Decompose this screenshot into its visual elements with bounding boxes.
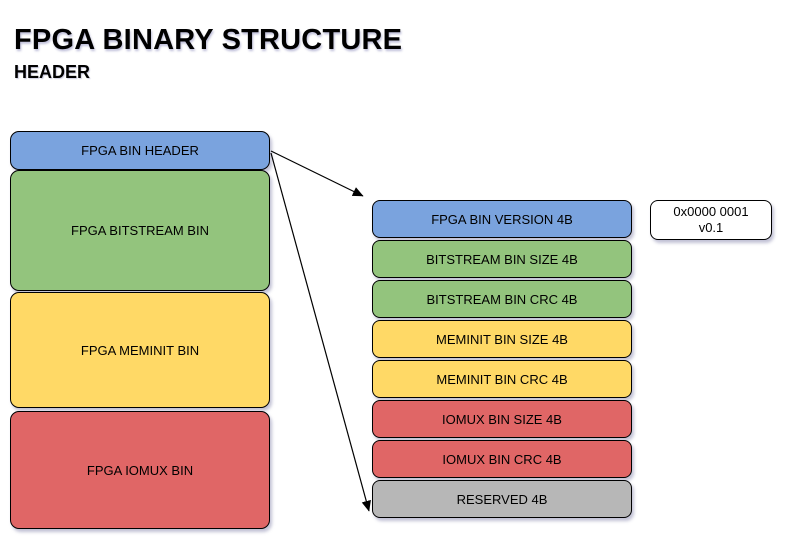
block-label: RESERVED 4B [456, 491, 548, 507]
block-fpga-iomux-bin: FPGA IOMUX BIN [10, 411, 270, 529]
block-iomux-bin-crc: IOMUX BIN CRC 4B [372, 440, 632, 478]
block-label: BITSTREAM BIN CRC 4B [426, 291, 578, 307]
version-label: v0.1 [698, 220, 724, 235]
block-bitstream-bin-crc: BITSTREAM BIN CRC 4B [372, 280, 632, 318]
block-bitstream-bin-size: BITSTREAM BIN SIZE 4B [372, 240, 632, 278]
block-meminit-bin-crc: MEMINIT BIN CRC 4B [372, 360, 632, 398]
block-label: IOMUX BIN CRC 4B [442, 451, 562, 467]
block-label: FPGA BIN HEADER [81, 143, 199, 158]
block-fpga-bin-header: FPGA BIN HEADER [10, 131, 270, 170]
block-label: FPGA BIN VERSION 4B [431, 211, 573, 227]
section-subtitle: HEADER [14, 62, 91, 82]
block-label: FPGA MEMINIT BIN [80, 342, 200, 358]
header-fields-stack: FPGA BIN VERSION 4B BITSTREAM BIN SIZE 4… [372, 200, 632, 520]
block-label: MEMINIT BIN CRC 4B [436, 371, 568, 387]
block-fpga-bin-version: FPGA BIN VERSION 4B [372, 200, 632, 238]
block-meminit-bin-size: MEMINIT BIN SIZE 4B [372, 320, 632, 358]
version-hex-value: 0x0000 0001 [673, 203, 749, 219]
block-reserved: RESERVED 4B [372, 480, 632, 518]
binary-layout-stack: FPGA BIN HEADER FPGA BITSTREAM BIN FPGA … [10, 131, 270, 529]
block-label: IOMUX BIN SIZE 4B [442, 411, 562, 427]
block-label: FPGA IOMUX BIN [86, 462, 194, 478]
version-value-box: 0x0000 0001 v0.1 [650, 200, 772, 240]
arrow-header-to-version [270, 150, 364, 197]
block-fpga-bitstream-bin: FPGA BITSTREAM BIN [10, 170, 270, 291]
block-label: BITSTREAM BIN SIZE 4B [426, 251, 578, 267]
arrow-header-to-reserved [270, 152, 371, 512]
block-iomux-bin-size: IOMUX BIN SIZE 4B [372, 400, 632, 438]
block-fpga-meminit-bin: FPGA MEMINIT BIN [10, 292, 270, 408]
block-label: MEMINIT BIN SIZE 4B [436, 331, 568, 347]
page-title: FPGA BINARY STRUCTURE [14, 24, 403, 56]
block-label: FPGA BITSTREAM BIN [71, 223, 209, 238]
